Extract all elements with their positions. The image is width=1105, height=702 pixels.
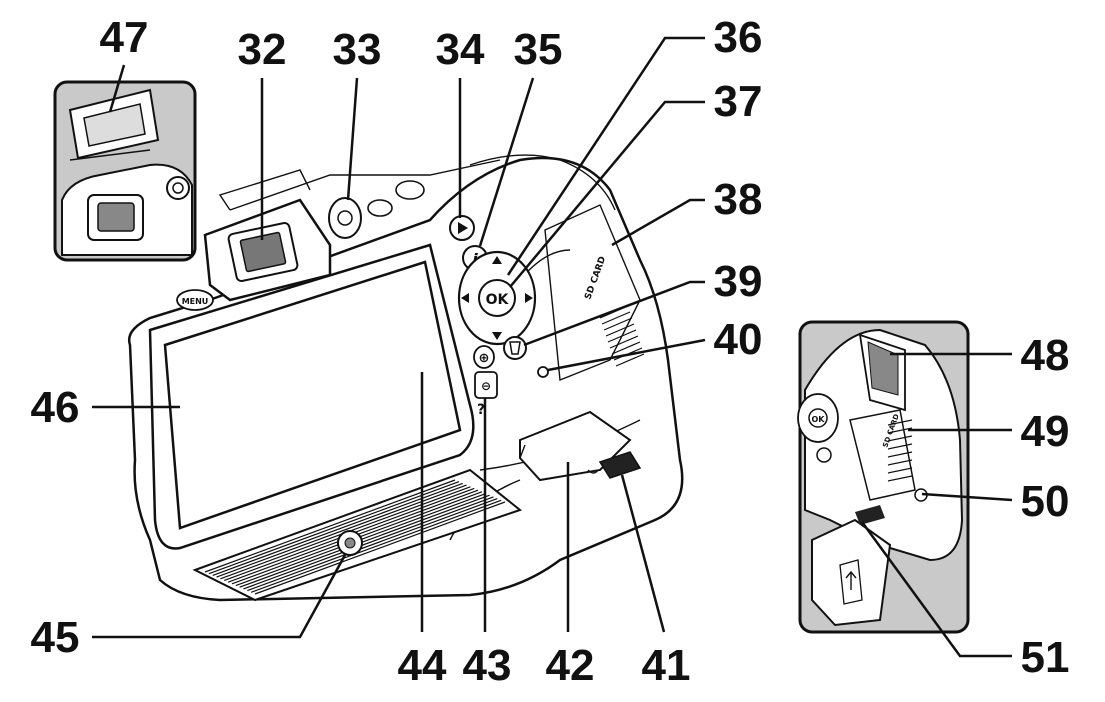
- hatch-line: [887, 435, 913, 442]
- label-49: 49: [1021, 407, 1070, 456]
- hatch-line: [254, 501, 506, 595]
- multi-selector: OK: [457, 250, 537, 346]
- leader-41: [620, 474, 666, 633]
- leader-37: [509, 100, 705, 288]
- trash-icon: [509, 341, 521, 355]
- hatch-line: [887, 443, 913, 450]
- ok-button: [478, 279, 516, 317]
- callout-numbers: 32 33 34 35 36 37 38 39 40 41 42 43 44 4…: [31, 13, 1070, 690]
- label-38: 38: [714, 175, 763, 224]
- hatch-line: [887, 419, 913, 426]
- top-button-a: [367, 199, 393, 217]
- card-slot-cover-inset: [849, 409, 916, 501]
- svg-text:OK: OK: [486, 292, 510, 308]
- label-36: 36: [714, 13, 763, 62]
- hatch-line: [615, 353, 645, 367]
- hatch-line: [607, 329, 637, 343]
- leader-45: [92, 554, 347, 639]
- svg-text:⊖: ⊖: [481, 379, 491, 393]
- label-51: 51: [1021, 633, 1070, 682]
- label-50: 50: [1021, 477, 1070, 526]
- hatch-line: [250, 499, 502, 593]
- label-45: 45: [31, 613, 80, 662]
- label-42: 42: [546, 641, 595, 690]
- delete-button: [503, 336, 527, 360]
- hatch-line: [887, 451, 913, 458]
- leader-38: [611, 198, 705, 247]
- label-37: 37: [714, 77, 763, 126]
- label-47: 47: [100, 13, 149, 62]
- hatch-line: [216, 484, 467, 578]
- hatch-line: [243, 496, 494, 590]
- arrow-up-icon: [492, 256, 502, 264]
- viewfinder-eyepiece: [239, 231, 287, 273]
- camera-body: MENU i OK: [127, 154, 684, 602]
- playback-button: [449, 215, 475, 241]
- leader-36: [506, 36, 705, 276]
- svg-text:?: ?: [477, 402, 485, 418]
- hatch-line: [611, 341, 641, 355]
- label-35: 35: [514, 25, 563, 74]
- leader-40: [547, 338, 706, 372]
- inset-card-slot: OK SD CARD: [797, 320, 970, 634]
- leader-lines: [92, 36, 1013, 658]
- hatch-line: [603, 317, 633, 331]
- hatch-line: [887, 459, 913, 466]
- hatch-line: [239, 494, 490, 588]
- battery-cover-latch: [598, 451, 642, 479]
- label-39: 39: [714, 257, 763, 306]
- label-48: 48: [1021, 331, 1070, 380]
- label-44: 44: [398, 641, 447, 690]
- label-34: 34: [436, 25, 485, 74]
- hatch-line: [204, 479, 456, 573]
- svg-text:OK: OK: [812, 415, 826, 424]
- leader-33: [346, 77, 359, 201]
- hatch-line: [609, 335, 639, 349]
- leader-51: [860, 521, 1012, 658]
- label-33: 33: [333, 25, 382, 74]
- label-43: 43: [463, 641, 512, 690]
- hatch-line: [605, 323, 635, 337]
- zoom-in-button: ⊕: [473, 345, 495, 369]
- inset-eyecup: [53, 80, 197, 262]
- hatch-line: [208, 481, 460, 575]
- leader-35: [478, 77, 535, 247]
- hatch-line: [601, 311, 631, 325]
- hatch-line: [887, 475, 913, 482]
- battery-latch-inset: [855, 505, 885, 525]
- arrow-left-icon: [461, 293, 469, 303]
- label-41: 41: [642, 641, 691, 690]
- diopter-control: [328, 197, 362, 239]
- top-button-b: [395, 180, 425, 200]
- arrow-right-icon: [525, 293, 533, 303]
- label-32: 32: [238, 25, 287, 74]
- access-lamp: [537, 366, 549, 378]
- leader-39: [523, 280, 705, 347]
- hatch-line: [247, 498, 498, 592]
- leader-47: [108, 64, 126, 113]
- label-40: 40: [714, 315, 763, 364]
- menu-button: MENU: [176, 289, 214, 311]
- lcd-monitor: [163, 260, 462, 530]
- arrow-down-icon: [492, 332, 502, 340]
- label-46: 46: [31, 383, 80, 432]
- svg-text:MENU: MENU: [182, 297, 209, 306]
- svg-text:⊕: ⊕: [479, 351, 490, 366]
- leader-50: [921, 492, 1013, 502]
- play-icon: [458, 222, 468, 234]
- hatch-line: [887, 467, 913, 474]
